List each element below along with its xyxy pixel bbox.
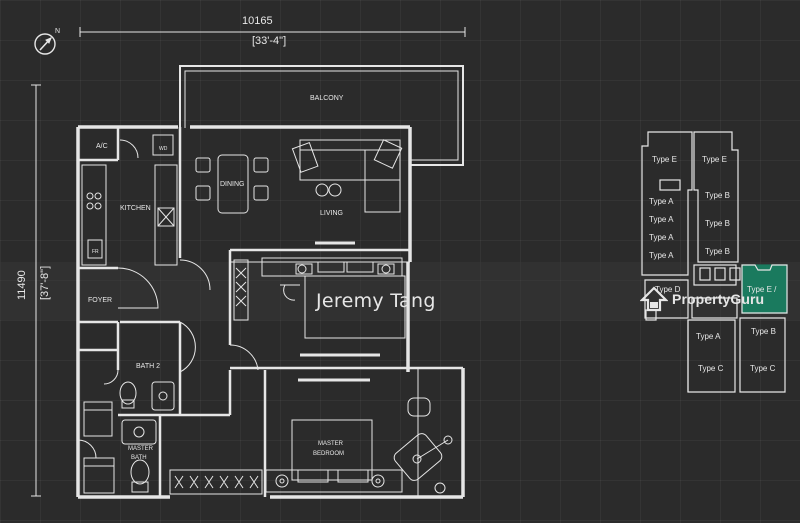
- room-master-bedroom-1: MASTER: [318, 441, 344, 447]
- watermark: Jeremy Tang: [316, 290, 436, 312]
- key-plan: [641, 131, 788, 393]
- logo-band: [0, 262, 800, 320]
- exterior-walls: [76, 125, 465, 499]
- bath2-fixtures: [83, 381, 175, 437]
- room-fr: FR: [92, 249, 99, 255]
- room-master-bath-1: MASTER: [128, 446, 154, 452]
- living-sofa: [291, 139, 403, 245]
- logo-text: PropertyGuru: [672, 291, 765, 307]
- width-mm-label: 10165: [242, 15, 273, 27]
- propertyguru-logo-icon: [640, 286, 668, 312]
- kp-left-5: Type D: [655, 285, 681, 294]
- kp-left-4: Type A: [649, 251, 674, 260]
- kp-right-2: Type B: [705, 219, 730, 228]
- room-foyer: FOYER: [88, 297, 112, 304]
- kp-right-3: Type B: [705, 247, 730, 256]
- kp-left-7: Type C: [698, 364, 724, 373]
- room-master-bedroom-2: BEDROOM: [313, 451, 344, 457]
- kp-right-0: Type E: [702, 155, 727, 164]
- doors: [77, 139, 259, 459]
- kp-left-0: Type E: [652, 155, 677, 164]
- height-mm-label: 11490: [16, 270, 28, 300]
- kp-left-3: Type A: [649, 233, 674, 242]
- height-dimension: [31, 84, 41, 497]
- labels: 10165 [33'-4"] 11490 [37'-8"] BALCONY A/…: [16, 15, 777, 461]
- interior-walls: [78, 127, 463, 497]
- kp-right-5: Type B: [751, 327, 776, 336]
- dining-table: [195, 154, 269, 214]
- room-kitchen: KITCHEN: [120, 205, 151, 212]
- armchair: [393, 397, 453, 494]
- room-wd: WD: [159, 146, 168, 152]
- height-ft-label: [37'-8"]: [39, 266, 51, 300]
- master-bath-fixtures: [83, 419, 157, 494]
- kp-left-1: Type A: [649, 197, 674, 206]
- svg-text:N: N: [55, 28, 60, 35]
- kitchen-counter: [81, 134, 178, 266]
- room-living: LIVING: [320, 210, 343, 217]
- room-master-bath-2: BATH: [131, 455, 147, 461]
- balcony: [179, 65, 464, 166]
- room-ac: A/C: [96, 143, 108, 150]
- room-dining: DINING: [220, 181, 245, 188]
- kp-left-2: Type A: [649, 215, 674, 224]
- north-arrow-icon: N: [34, 28, 60, 55]
- bedroom2-furniture: [233, 257, 406, 357]
- kp-right-6: Type C: [750, 364, 776, 373]
- kp-left-6: Type A: [696, 332, 721, 341]
- master-bed: [169, 368, 419, 497]
- propertyguru-logo: PropertyGuru: [640, 286, 764, 312]
- room-bath2: BATH 2: [136, 363, 160, 370]
- width-dimension: [79, 27, 466, 37]
- width-ft-label: [33'-4"]: [252, 35, 286, 47]
- kp-right-4: Type E /: [747, 285, 777, 294]
- kp-right-1: Type B: [705, 191, 730, 200]
- room-balcony: BALCONY: [310, 95, 344, 102]
